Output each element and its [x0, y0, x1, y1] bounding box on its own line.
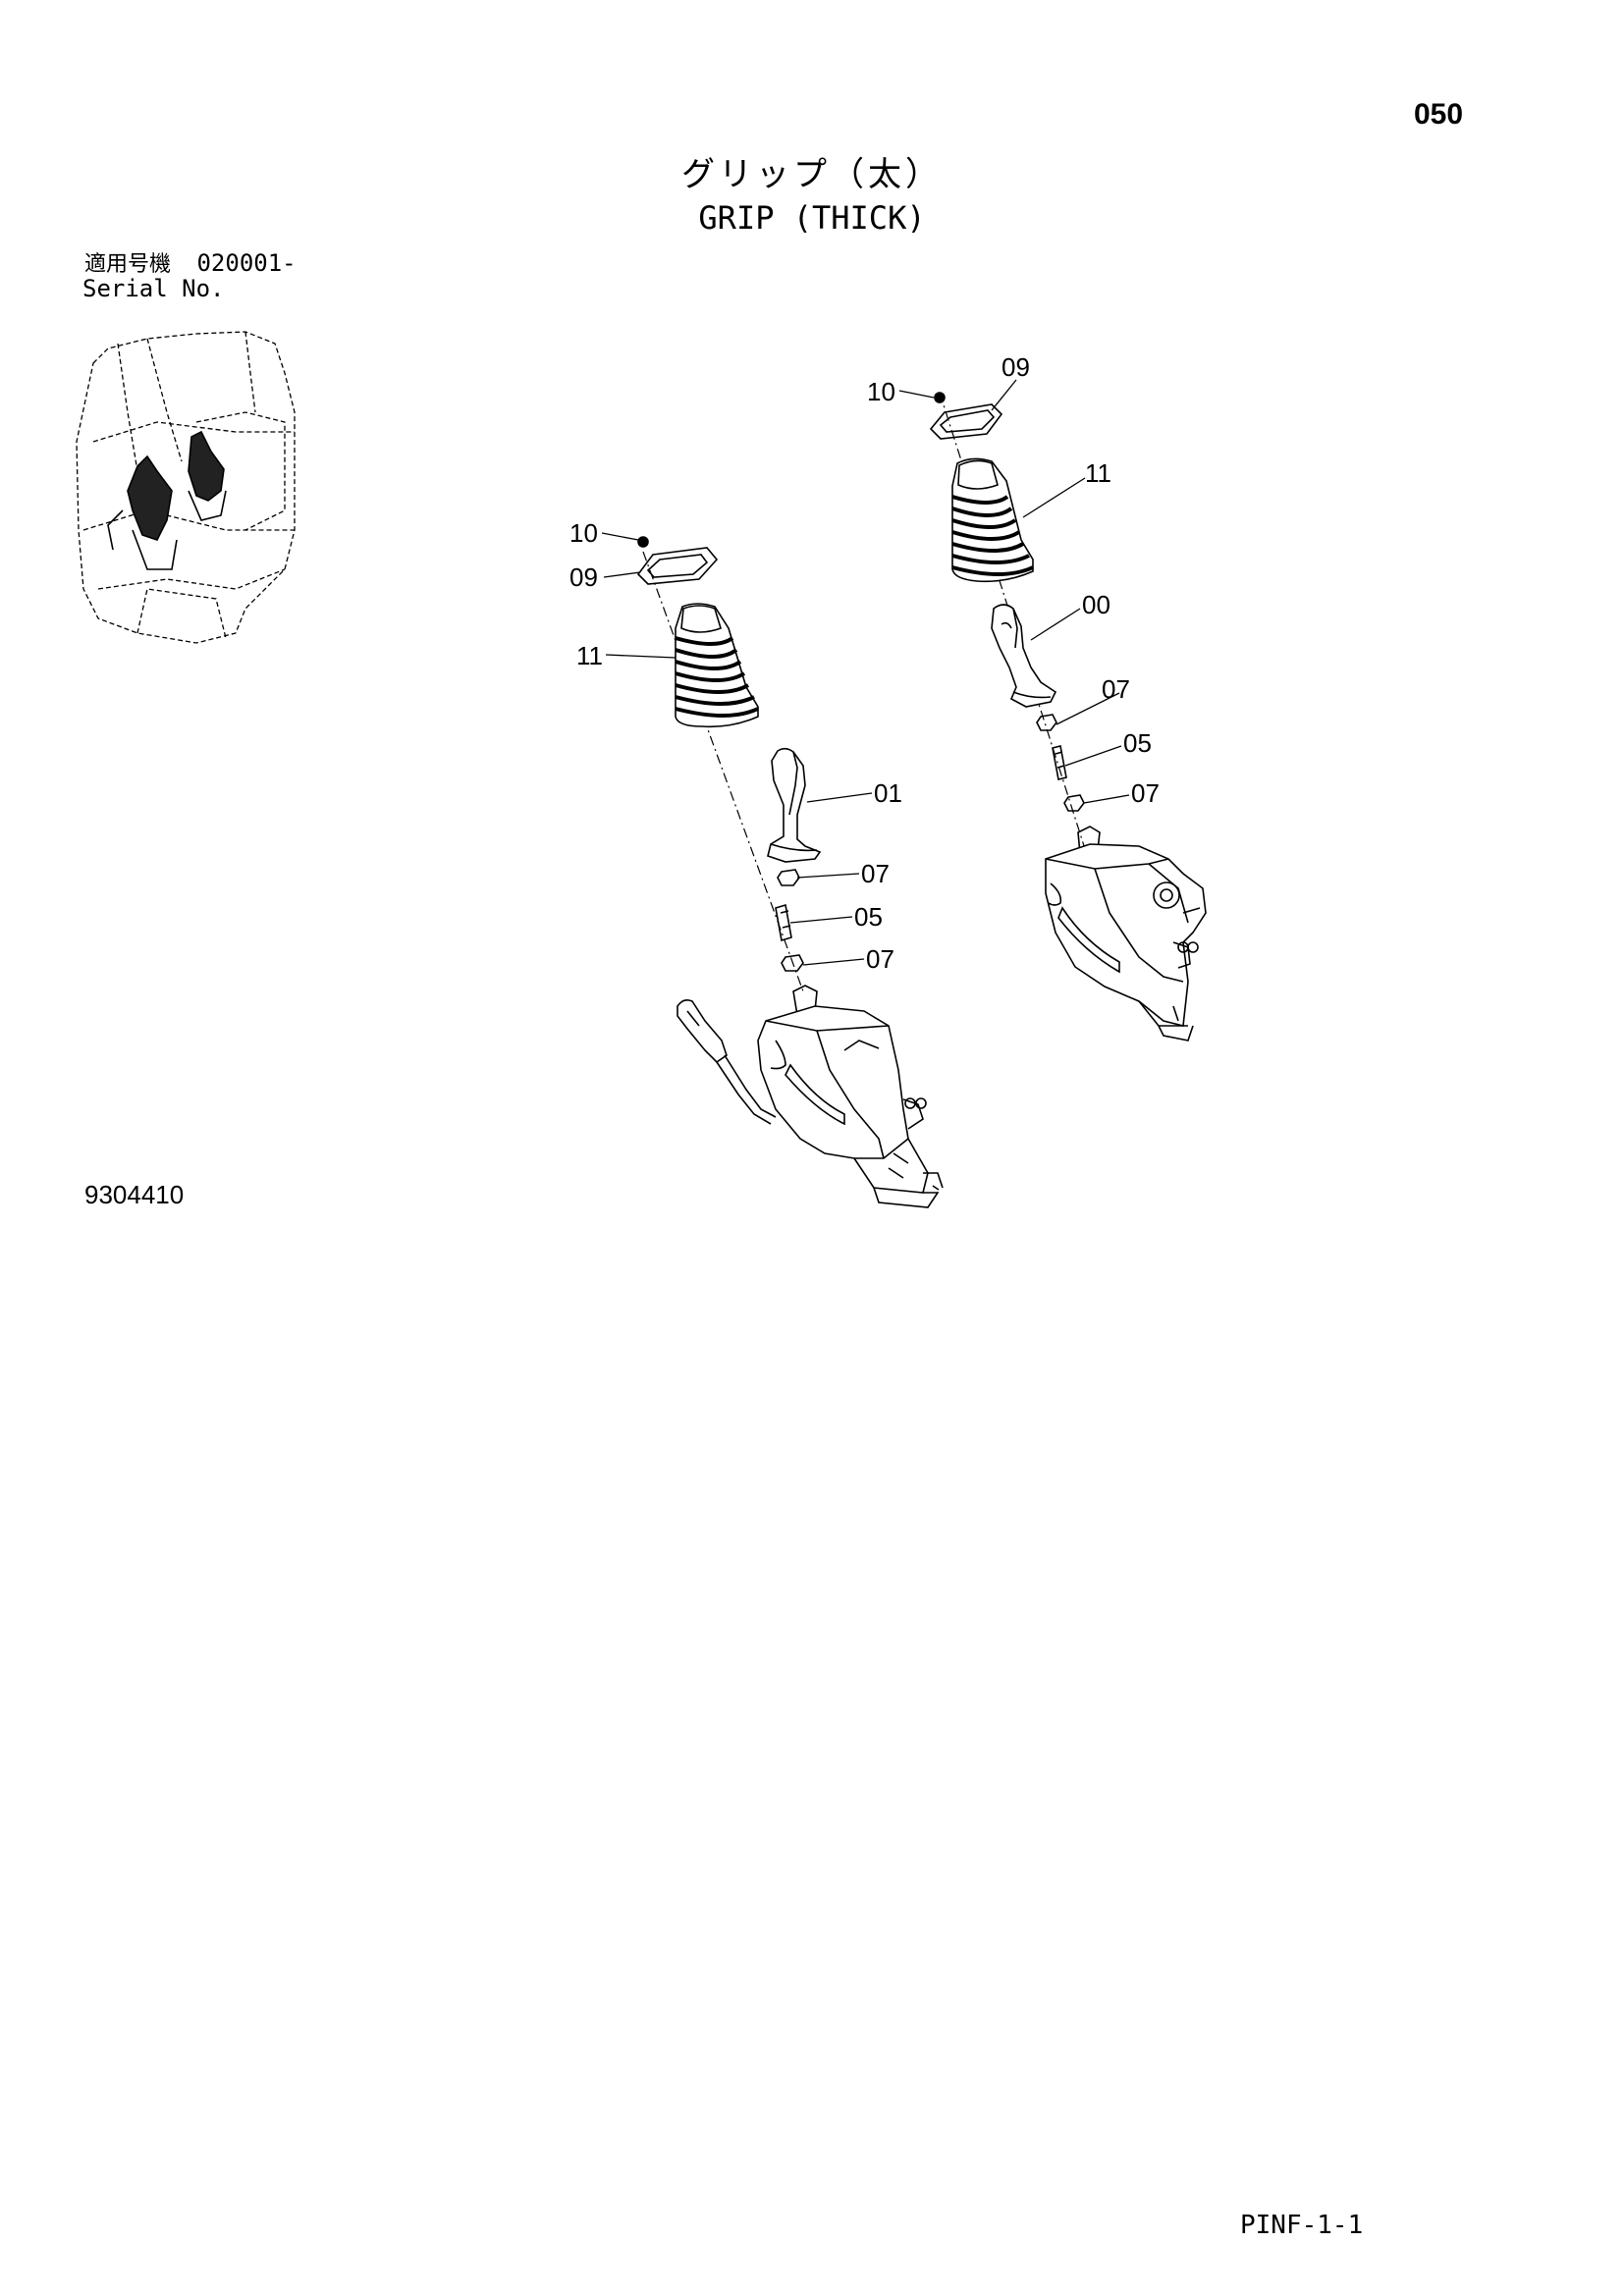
left-lock-lever	[677, 999, 777, 1125]
drawing-number: 9304410	[84, 1180, 185, 1209]
leader-lines	[601, 379, 1130, 966]
callout-left-07a: 07	[861, 859, 890, 888]
callout-left-01: 01	[874, 778, 902, 808]
page-reference: PINF-1-1	[1240, 2211, 1364, 2240]
serial-range: 020001-	[196, 249, 297, 277]
page-title-jp: グリップ（太）	[681, 155, 943, 194]
right-valve-body	[1045, 826, 1207, 1041]
right-lever-assembly	[929, 392, 1207, 1041]
cab-thumbnail	[76, 331, 296, 644]
callout-left-05: 05	[854, 902, 883, 932]
left-boot	[675, 603, 759, 728]
callout-right-07a: 07	[1102, 674, 1130, 704]
right-boot	[951, 457, 1034, 583]
page-number: 050	[1414, 98, 1464, 131]
serial-label-jp: 適用号機	[84, 252, 172, 277]
right-grip	[991, 604, 1057, 708]
serial-label-en: Serial No.	[82, 275, 225, 302]
callout-left-07b: 07	[866, 944, 894, 974]
callout-left-09: 09	[569, 562, 598, 592]
callout-right-09: 09	[1001, 352, 1030, 382]
callout-right-05: 05	[1123, 728, 1152, 758]
callout-left-10: 10	[569, 518, 598, 548]
left-lever-assembly	[636, 536, 944, 1208]
callout-right-07b: 07	[1131, 778, 1160, 808]
callout-labels: 10 09 11 01 07 05 07 10 09 11 00 07 05 0…	[569, 352, 1160, 974]
callout-right-11: 11	[1085, 458, 1111, 488]
callout-right-10: 10	[867, 377, 895, 406]
callout-right-00: 00	[1082, 590, 1110, 619]
serial-block: 適用号機 020001- Serial No.	[82, 249, 297, 302]
left-valve-body	[757, 985, 944, 1208]
cab-thumbnail-levers	[107, 430, 227, 570]
page-title-en: GRIP (THICK)	[698, 199, 926, 237]
left-grip	[767, 747, 822, 863]
callout-left-11: 11	[576, 641, 603, 670]
